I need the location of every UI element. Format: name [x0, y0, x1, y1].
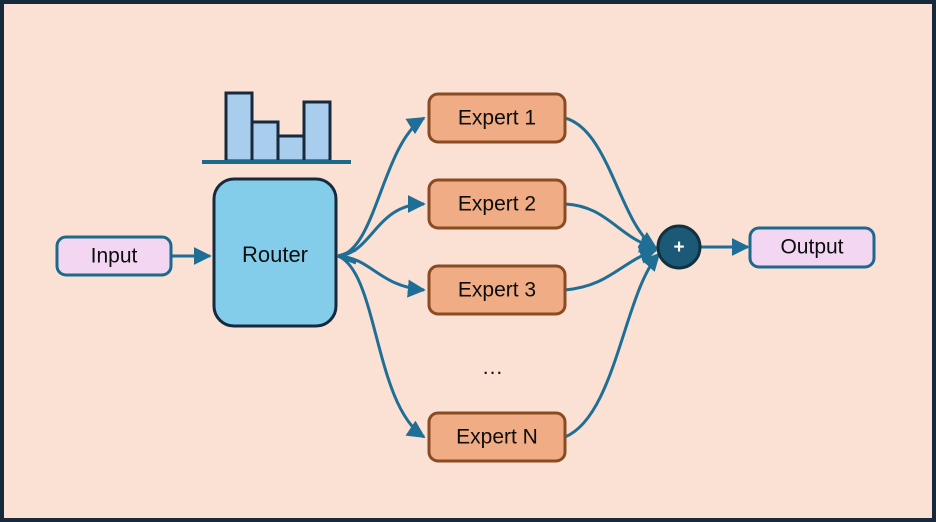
expert-2-box[interactable]: [427, 178, 567, 230]
histogram-bar-3: [276, 134, 306, 163]
node-expert-3[interactable]: Expert 3: [427, 264, 567, 316]
node-expert-2[interactable]: Expert 2: [427, 178, 567, 230]
output-label: Output: [780, 236, 843, 259]
router-gate-histogram: [202, 91, 351, 164]
sum-circle[interactable]: [656, 224, 702, 270]
node-sum[interactable]: +: [656, 224, 702, 270]
histogram-bar-1: [224, 91, 254, 163]
expert-n-box[interactable]: [427, 411, 567, 463]
histogram-bar-2: [250, 120, 280, 163]
expert-3-box[interactable]: [427, 264, 567, 316]
expert-n-label: Expert N: [456, 426, 538, 449]
router-box[interactable]: [212, 177, 338, 328]
connector-router-to-expert-1: [337, 116, 426, 258]
node-output[interactable]: Output: [748, 226, 876, 269]
node-expert-n[interactable]: Expert N: [427, 411, 567, 463]
node-router[interactable]: Router: [212, 177, 338, 328]
histogram-bar-4: [302, 100, 332, 163]
experts-ellipsis: ...: [483, 356, 504, 379]
connector-expert-n-to-sum: [564, 252, 661, 439]
connector-router-to-expert-3: [337, 254, 426, 298]
connector-router-inbound-tick: [337, 248, 357, 258]
connector-expert-1-to-sum: [564, 116, 658, 250]
node-expert-1[interactable]: Expert 1: [427, 92, 567, 144]
expert-3-label: Expert 3: [458, 279, 536, 302]
node-input[interactable]: Input: [55, 235, 173, 277]
connector-expert-2-to-sum: [564, 202, 658, 253]
connector-router-to-expert-n: [337, 254, 426, 439]
input-label: Input: [91, 245, 138, 268]
expert-2-label: Expert 2: [458, 193, 536, 216]
output-box[interactable]: [748, 226, 876, 269]
diagram-svg: Input Router Expert 1 Expert 2 Expert 3 …: [55, 91, 876, 463]
router-label: Router: [242, 242, 308, 267]
input-box[interactable]: [55, 235, 173, 277]
connector-router-inbound-tick-2: [337, 254, 357, 265]
sum-plus-icon: +: [673, 237, 684, 258]
expert-1-label: Expert 1: [458, 107, 536, 130]
expert-1-box[interactable]: [427, 92, 567, 144]
